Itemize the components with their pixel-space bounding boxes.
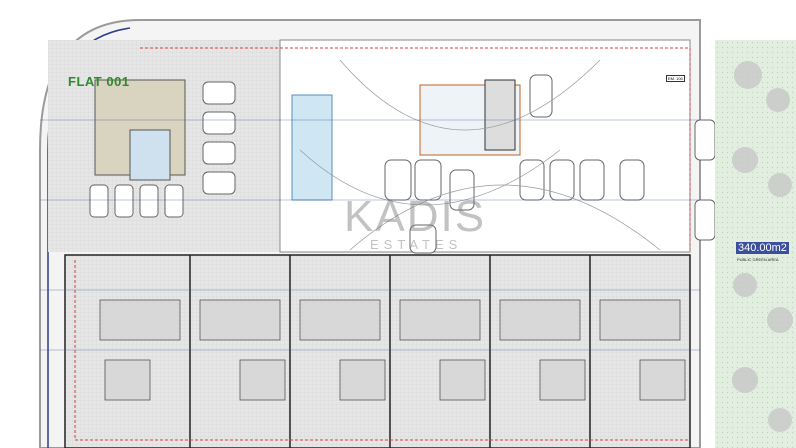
- pool: [291, 94, 333, 201]
- area-badge: 340.00m2: [736, 242, 789, 254]
- watermark-subtitle: ESTATES: [370, 237, 463, 252]
- parking-tag: EM. 100: [666, 75, 685, 82]
- area-sublabel: PUBLIC GREEN AREA: [737, 257, 779, 262]
- watermark-logo: KADIS: [344, 192, 487, 241]
- flat-label: FLAT 001: [68, 74, 130, 89]
- row-houses: [64, 254, 691, 448]
